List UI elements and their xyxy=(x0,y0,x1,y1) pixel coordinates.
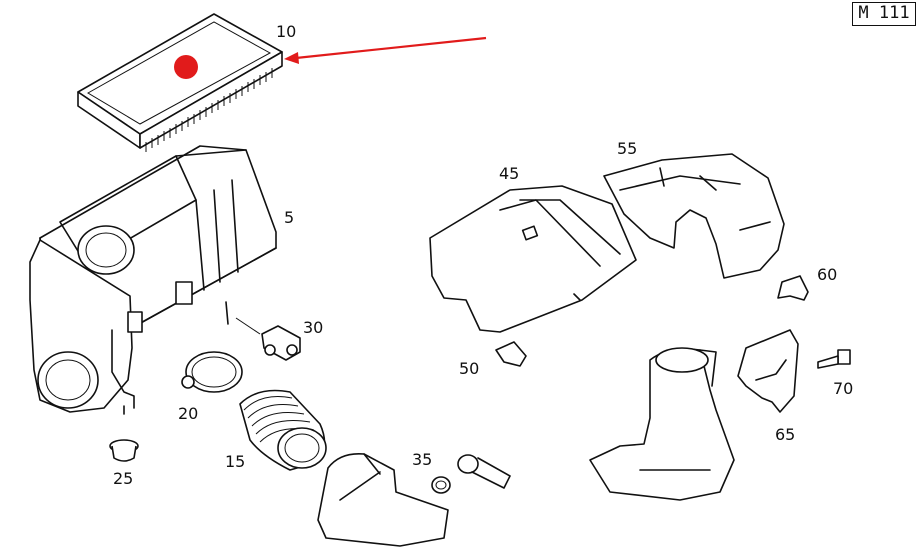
label-part-65: 65 xyxy=(775,425,795,444)
label-part-50: 50 xyxy=(459,359,479,378)
model-code-box: M 111 xyxy=(852,2,916,26)
label-part-60: 60 xyxy=(817,265,837,284)
label-part-5: 5 xyxy=(284,208,294,227)
label-part-30: 30 xyxy=(303,318,323,337)
part-45-engine-cover[interactable] xyxy=(429,185,637,333)
part-70-bolt[interactable] xyxy=(817,349,851,369)
part-25-grommet[interactable] xyxy=(109,439,139,462)
label-part-35: 35 xyxy=(412,450,432,469)
pipe-stub xyxy=(457,454,511,489)
label-part-70: 70 xyxy=(833,379,853,398)
part-60-clip[interactable] xyxy=(777,275,809,301)
part-10-air-filter[interactable] xyxy=(77,13,283,152)
label-part-15: 15 xyxy=(225,452,245,471)
intake-duct-lower xyxy=(317,452,449,547)
part-5-filter-housing[interactable] xyxy=(29,145,277,415)
part-15-intake-hose[interactable] xyxy=(239,389,327,471)
part-30-bracket[interactable] xyxy=(235,317,301,361)
part-35-seal[interactable] xyxy=(431,476,451,494)
part-55-engine-cover[interactable] xyxy=(603,153,785,279)
part-65-bracket[interactable] xyxy=(737,329,799,413)
label-part-45: 45 xyxy=(499,164,519,183)
part-50-clip[interactable] xyxy=(495,341,527,367)
intake-duct-right xyxy=(589,347,735,501)
label-part-20: 20 xyxy=(178,404,198,423)
highlight-arrow xyxy=(284,36,487,64)
label-part-25: 25 xyxy=(113,469,133,488)
label-part-10: 10 xyxy=(276,22,296,41)
label-part-55: 55 xyxy=(617,139,637,158)
highlight-marker xyxy=(174,55,198,79)
part-20-hose-clamp[interactable] xyxy=(181,351,243,393)
